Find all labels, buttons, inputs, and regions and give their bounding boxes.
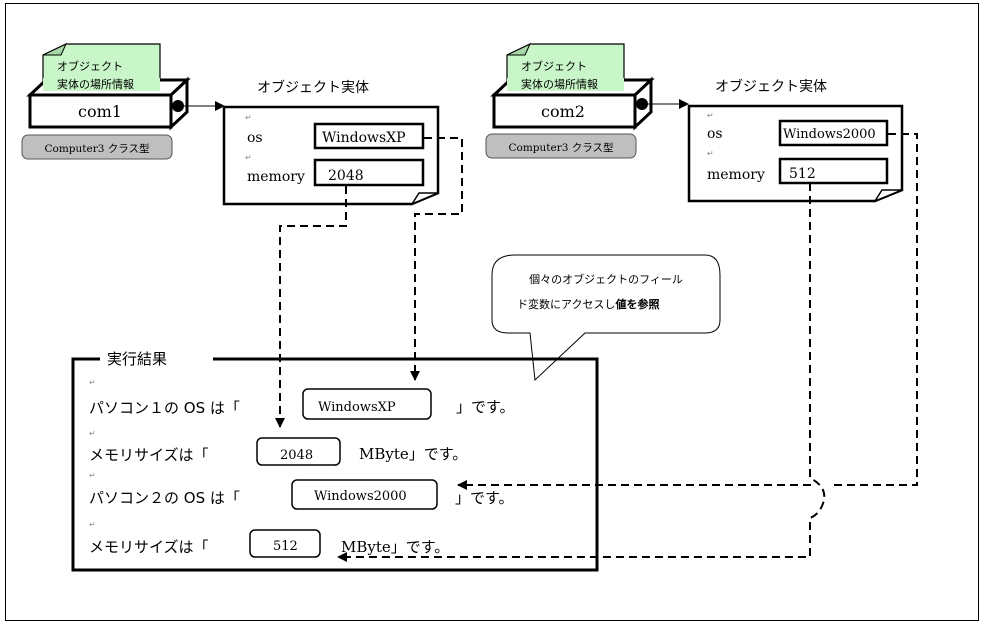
field-os-box [313, 122, 425, 150]
result-line-2: メモリサイズは「 2048 MByte」です。 [89, 437, 467, 466]
field-memory-value: 512 [789, 166, 816, 182]
note-line1: オブジェクト [57, 59, 123, 73]
result-suffix: 」です。 [455, 489, 514, 507]
svg-text:↵: ↵ [245, 153, 252, 162]
result-title: 実行結果 [107, 350, 167, 368]
variable-com1: オブジェクト 実体の場所情報 実体の場所情報 com1 Computer3 クラ… [21, 42, 225, 160]
note-line1: オブジェクト [521, 59, 587, 73]
variable-name: com1 [78, 102, 122, 121]
field-os-value: Windows2000 [783, 127, 876, 142]
result-prefix: パソコン１の OS は「 [89, 399, 240, 417]
result-suffix: MByte」です。 [341, 538, 449, 556]
result-prefix: メモリサイズは「 [89, 538, 209, 556]
result-value: 512 [273, 539, 298, 554]
svg-text:ド変数にアクセスし値を参照: ド変数にアクセスし値を参照 [517, 297, 659, 311]
object-title: オブジェクト実体 [257, 79, 369, 96]
field-os-box [778, 119, 889, 147]
class-type-badge: Computer3 クラス型 [485, 133, 637, 159]
variable-box: 実体の場所情報 com1 [26, 76, 191, 131]
result-line-3: パソコン２の OS は「 Windows2000 」です。 [89, 479, 514, 510]
reference-dot-icon [172, 100, 184, 112]
page-fold [873, 189, 903, 203]
result-value-box [302, 388, 432, 420]
page-fold [410, 192, 439, 206]
result-value: WindowsXP [318, 400, 396, 415]
svg-text:実体の場所情報: 実体の場所情報 [57, 77, 134, 91]
dashed-arrow-memory-2 [337, 183, 826, 562]
result-suffix: 」です。 [456, 398, 515, 416]
class-type-label: Computer3 クラス型 [44, 142, 149, 155]
callout-bubble: 個々のオブジェクトのフィール ド変数にアクセスし値を参照 [491, 254, 721, 382]
result-value-box [249, 529, 321, 558]
svg-text:↵: ↵ [89, 471, 96, 480]
field-memory-label: memory [247, 169, 305, 185]
result-prefix: パソコン２の OS は「 [89, 489, 240, 507]
field-memory-box [778, 157, 889, 185]
reference-dot-icon [636, 98, 648, 110]
object-title: オブジェクト実体 [715, 78, 827, 95]
field-os-label: os [247, 130, 263, 146]
svg-text:↵: ↵ [707, 111, 714, 120]
result-value-box [256, 437, 341, 466]
result-value-box [291, 479, 438, 510]
result-value: Windows2000 [314, 489, 407, 504]
outer-frame [5, 3, 979, 621]
svg-text:↵: ↵ [89, 378, 96, 387]
svg-text:↵: ↵ [707, 149, 714, 158]
execution-result-panel: 実行結果 ↵ パソコン１の OS は「 WindowsXP 」です。 ↵ メモリ… [71, 350, 599, 572]
variable-box: 実体の場所情報 com2 [490, 76, 655, 131]
dashed-arrow-memory-1 [275, 186, 347, 428]
callout-emphasis: 値を参照 [614, 297, 659, 311]
result-line-4: メモリサイズは「 512 MByte」です。 [89, 529, 449, 558]
dashed-arrow-os-2 [458, 133, 918, 485]
result-suffix: MByte」です。 [359, 445, 467, 463]
object-instance-1: オブジェクト実体 ↵ os WindowsXP ↵ memory 2048 [222, 79, 440, 206]
field-memory-box [313, 158, 425, 187]
class-type-label: Computer3 クラス型 [508, 141, 613, 154]
svg-text:実体の場所情報: 実体の場所情報 [521, 77, 598, 91]
svg-text:↵: ↵ [245, 113, 252, 122]
variable-com2: オブジェクト 実体の場所情報 実体の場所情報 com2 Computer3 クラ… [485, 42, 689, 159]
class-type-badge: Computer3 クラス型 [21, 134, 173, 160]
variable-name: com2 [541, 102, 585, 121]
callout-line2: ド変数にアクセスし [517, 297, 615, 311]
object-instance-2: オブジェクト実体 ↵ os Windows2000 ↵ memory 512 [687, 78, 904, 203]
svg-text:↵: ↵ [89, 520, 96, 529]
callout-line1: 個々のオブジェクトのフィール [529, 272, 683, 286]
result-line-1: パソコン１の OS は「 WindowsXP 」です。 [89, 388, 515, 420]
field-memory-value: 2048 [328, 168, 364, 184]
result-prefix: メモリサイズは「 [89, 446, 209, 464]
svg-text:↵: ↵ [89, 429, 96, 438]
field-os-value: WindowsXP [322, 130, 406, 146]
field-os-label: os [707, 126, 723, 142]
field-memory-label: memory [707, 167, 765, 183]
result-value: 2048 [280, 448, 313, 463]
